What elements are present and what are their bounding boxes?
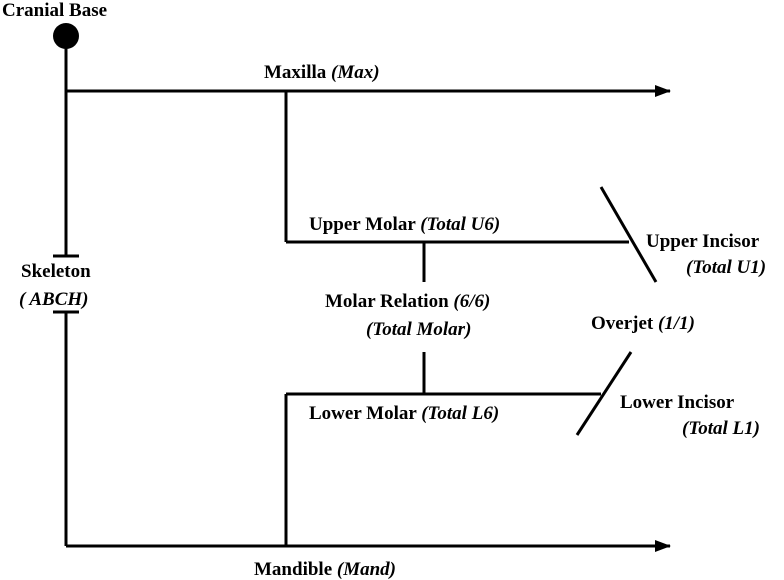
cranial-base-node [53, 23, 79, 49]
molar-relation-label: Molar Relation (6/6) [325, 291, 491, 312]
upper-incisor-total: (Total U1) [686, 257, 767, 278]
mandible-label: Mandible (Mand) [254, 559, 396, 580]
lower-incisor-label: Lower Incisor [620, 392, 735, 413]
lower-incisor-total: (Total L1) [682, 418, 760, 439]
maxilla-label: Maxilla (Max) [264, 62, 380, 83]
cranial-base-label: Cranial Base [2, 0, 108, 21]
skeleton-label: Skeleton [21, 261, 91, 282]
upper-incisor-line [599, 186, 658, 283]
lower-molar-label: Lower Molar (Total L6) [309, 403, 500, 424]
upper-molar-label: Upper Molar (Total U6) [309, 214, 501, 235]
overjet-label: Overjet (1/1) [591, 313, 695, 334]
skeleton-abbr: ( ABCH) [19, 289, 89, 310]
molar-relation-total: (Total Molar) [366, 319, 472, 340]
lower-incisor-line [575, 351, 633, 436]
upper-incisor-label: Upper Incisor [646, 231, 760, 252]
